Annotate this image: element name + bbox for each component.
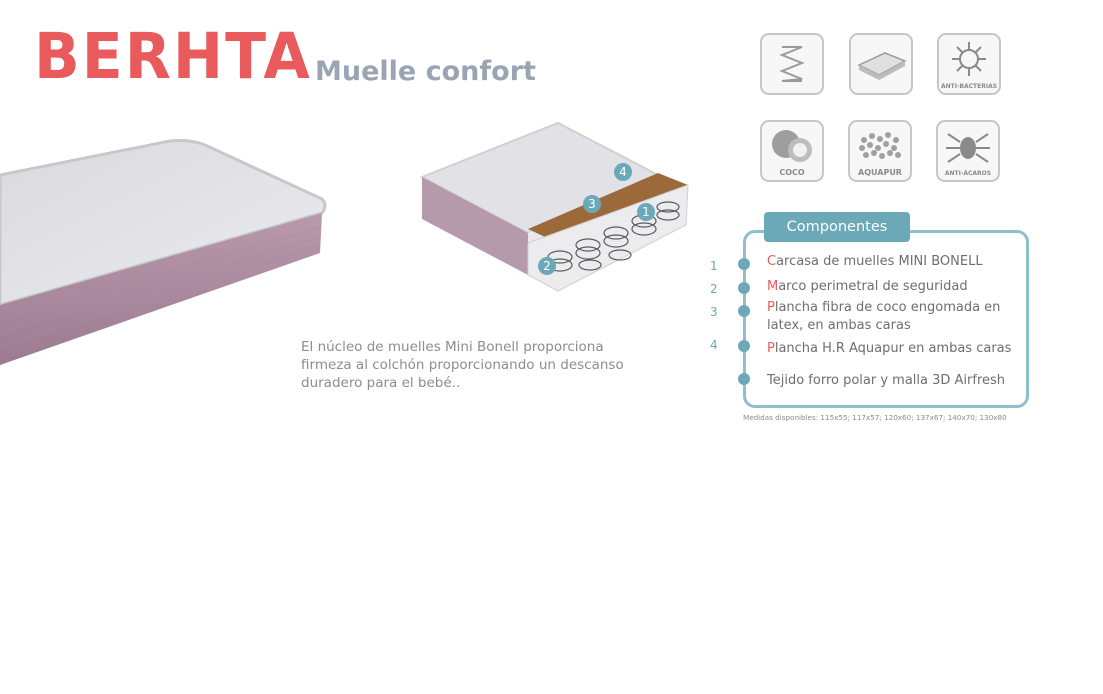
callout-marker-3: [583, 195, 601, 213]
brand-logo: BERHTA: [34, 20, 312, 94]
component-number-4: 4: [710, 338, 718, 352]
component-item-5: Tejido forro polar y malla 3D Airfresh: [767, 373, 1006, 388]
component-number-3: 3: [710, 305, 718, 319]
bacteria-icon: [952, 42, 986, 76]
feature-coco: COCO: [760, 120, 824, 182]
antiacaros-label: ANTI-ÁCAROS: [944, 170, 992, 177]
callout-label-2: 2: [543, 259, 551, 273]
foam-bubbles-icon: [859, 132, 901, 159]
coconut-icon: [772, 130, 812, 162]
available-sizes: Medidas disponibles: 115x55; 117x57; 120…: [743, 413, 1007, 422]
aquapur-label: AQUAPUR: [858, 168, 902, 177]
coco-label: COCO: [779, 168, 805, 177]
component-bullet: [738, 305, 750, 317]
component-item-4: Plancha H.R Aquapur en ambas caras: [767, 341, 1012, 356]
components-title: Componentes: [764, 212, 910, 242]
mattress-icon: [857, 52, 907, 80]
product-description: El núcleo de muelles Mini Bonell proporc…: [301, 339, 624, 391]
callout-marker-4: [614, 163, 632, 181]
product-subtitle: Muelle confort: [315, 56, 536, 87]
component-item-2: Marco perimetral de seguridad: [767, 279, 968, 294]
component-bullet: [738, 282, 750, 294]
component-item-1: Carcasa de muelles MINI BONELL: [767, 254, 983, 269]
callout-marker-2: [538, 257, 556, 275]
antibacterias-label: ANTI-BACTERIAS: [940, 83, 998, 90]
feature-antiacaros: ANTI-ÁCAROS: [936, 120, 1000, 182]
feature-aquapur: AQUAPUR: [848, 120, 912, 182]
feature-antibacterias: ANTI-BACTERIAS: [937, 33, 1001, 95]
mattress-image: [0, 139, 327, 365]
component-number-1: 1: [710, 259, 718, 273]
component-item-3: Plancha fibra de coco engomada en latex,…: [767, 300, 1001, 333]
spring-icon: [779, 46, 805, 82]
callout-marker-1: [637, 203, 655, 221]
feature-mattress: [849, 33, 913, 95]
component-number-2: 2: [710, 282, 718, 296]
component-bullet: [738, 373, 750, 385]
mattress-cutaway-image: [419, 121, 689, 292]
feature-springs: [760, 33, 824, 95]
callout-label-1: 1: [642, 205, 650, 219]
component-bullet: [738, 340, 750, 352]
callout-label-3: 3: [588, 197, 596, 211]
callout-label-4: 4: [619, 165, 627, 179]
mite-icon: [946, 133, 990, 163]
component-bullet: [738, 258, 750, 270]
